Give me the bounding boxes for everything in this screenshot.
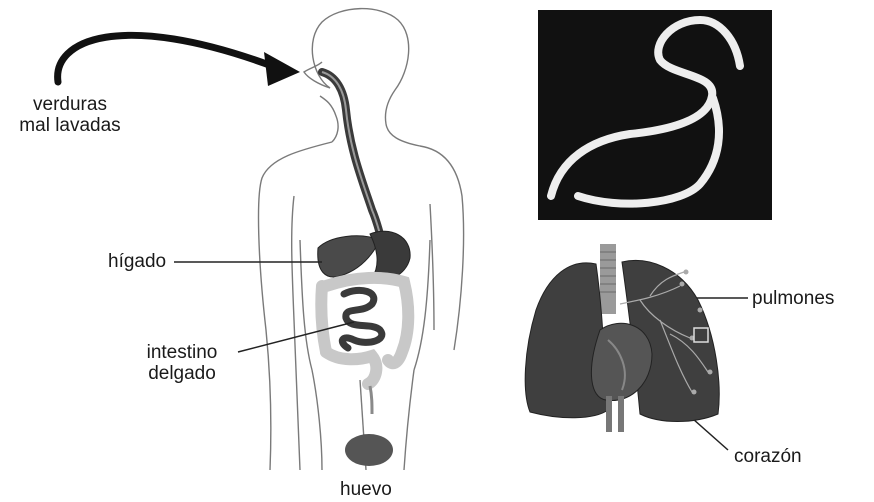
intestine-pointer — [238, 322, 354, 352]
small-intestine-shape — [342, 290, 381, 348]
digestive-tract — [318, 72, 410, 414]
liver-shape — [318, 236, 380, 277]
roundworm-photo — [538, 10, 772, 220]
egg-shape — [345, 434, 393, 466]
liver-label: hígado — [108, 251, 166, 272]
heart-label: corazón — [734, 446, 802, 467]
egg-label: huevo — [340, 479, 392, 500]
source-label: verduras mal lavadas — [12, 94, 128, 136]
curved-arrow-icon — [58, 35, 300, 86]
small-intestine-label: intestino delgado — [124, 342, 240, 384]
lungs-illustration — [525, 244, 719, 432]
lungs-label: pulmones — [752, 288, 834, 309]
